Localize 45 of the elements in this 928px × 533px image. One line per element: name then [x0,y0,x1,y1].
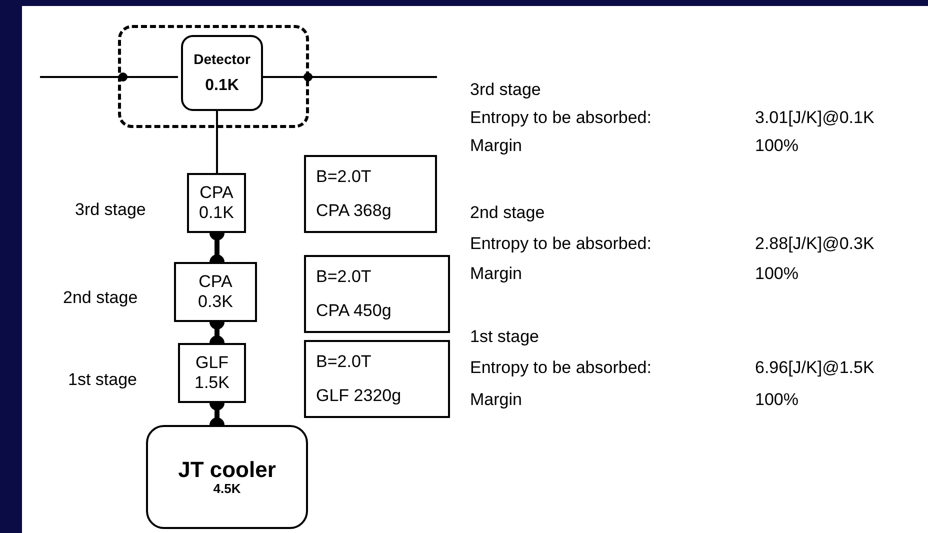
section-heading: 2nd stage [470,203,545,223]
parameter-name: Entropy to be absorbed: [470,358,652,378]
node-title: Detector [194,50,250,67]
node-title: B=2.0T [316,267,372,287]
parameter-box [304,340,450,418]
node-value: CPA 450g [316,301,392,321]
stage-label: 1st stage [68,370,137,390]
node-value: 0.1K [199,203,234,223]
node-value: GLF 2320g [316,386,402,406]
parameter-value: 100% [755,390,798,410]
node-value: 0.1K [205,76,239,96]
parameter-name: Margin [470,390,522,410]
stage-label: 2nd stage [63,288,138,308]
node-title: GLF [195,353,229,373]
node-value: CPA 368g [316,201,392,221]
node-title: CPA [200,183,234,203]
parameter-value: 6.96[J/K]@1.5K [755,358,874,378]
link-line [40,76,178,78]
parameter-name: Entropy to be absorbed: [470,234,652,254]
node-title: CPA [198,272,232,292]
parameter-box [304,255,450,333]
node-title: JT cooler [178,456,276,482]
component-box [181,35,263,111]
parameter-value: 100% [755,136,798,156]
node-value: 4.5K [213,482,241,498]
section-heading: 3rd stage [470,80,541,100]
parameter-value: 2.88[J/K]@0.3K [755,234,874,254]
link-line [216,108,218,173]
node-value: 1.5K [194,373,230,393]
parameter-name: Entropy to be absorbed: [470,108,652,128]
stage-box [187,173,246,233]
stage-box [178,343,246,403]
dashed-enclosure [118,25,309,128]
parameter-name: Margin [470,264,522,284]
parameter-box [304,155,437,233]
stage-label: 3rd stage [75,200,146,220]
component-box [146,425,308,529]
stage-box [174,262,257,322]
node-value: 0.3K [198,292,233,312]
node-title: B=2.0T [316,352,372,372]
parameter-name: Margin [470,136,522,156]
node-title: B=2.0T [316,167,372,187]
parameter-value: 100% [755,264,798,284]
section-heading: 1st stage [470,327,539,347]
parameter-value: 3.01[J/K]@0.1K [755,108,874,128]
